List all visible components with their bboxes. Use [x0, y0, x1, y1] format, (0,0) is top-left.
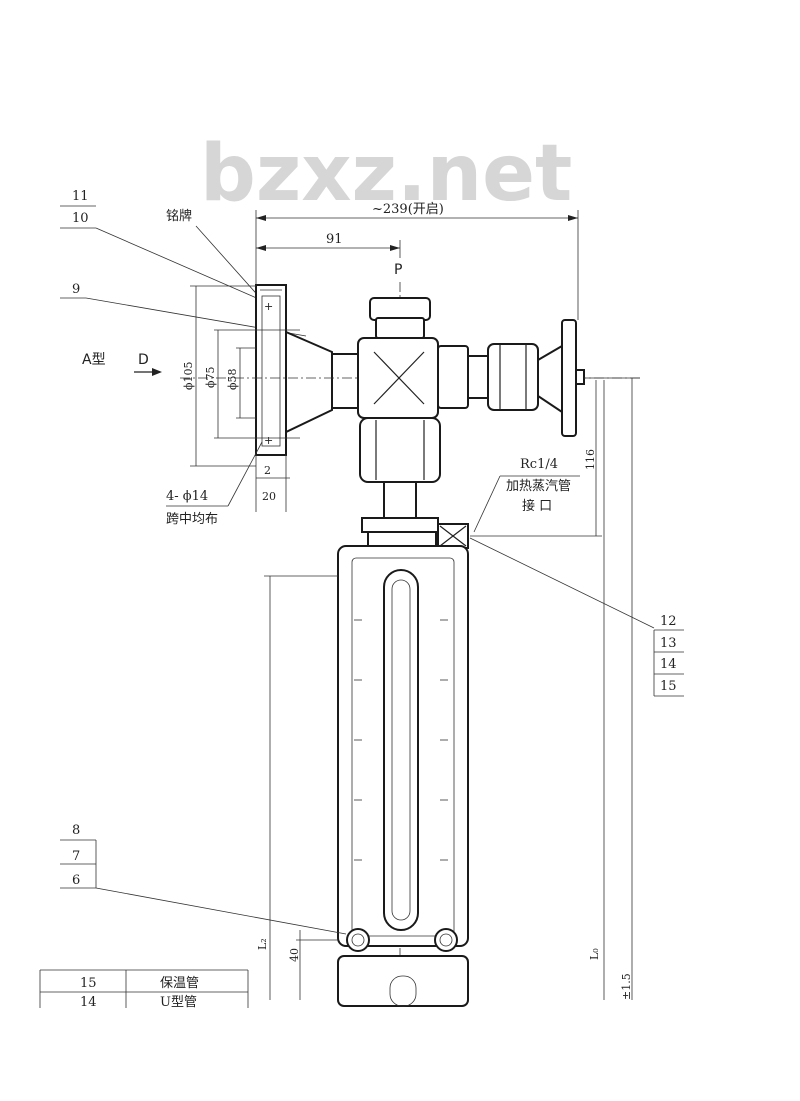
watermark: bzxz.net: [200, 129, 572, 219]
flange-thickness-dims: 2 20: [255, 455, 290, 512]
callout-14: 14: [660, 657, 677, 672]
view-d-label: D: [138, 352, 149, 368]
nameplate-label: 铭牌: [166, 208, 192, 224]
callout-6: 6: [72, 873, 80, 888]
callout-10: 10: [72, 211, 89, 226]
dim-L0: L₀: [588, 948, 601, 960]
steam-port-label-2: 接 口: [522, 498, 552, 514]
scale-ticks: [354, 619, 448, 861]
dim-20: 20: [262, 490, 276, 503]
dim-L2: L₂: [256, 938, 269, 950]
thread-label: Rc1/4: [520, 457, 558, 472]
holes-label: 4- ϕ14: [166, 489, 208, 504]
dim-116: 116: [584, 449, 597, 470]
dim-40: 40: [288, 948, 301, 962]
callout-12: 12: [660, 614, 677, 629]
dim-91-label: 91: [326, 232, 343, 247]
point-p-label: P: [394, 262, 402, 278]
callout-11-10: 11 10: [60, 189, 269, 304]
callout-8: 8: [72, 823, 80, 838]
table-row-2-no: 14: [80, 995, 97, 1010]
table-row-1-no: 15: [80, 976, 97, 991]
callout-8-7-6: 8 7 6: [60, 823, 347, 935]
parts-table: 15 保温管 14 U型管: [39, 969, 249, 1010]
flange-diameter-dims: ϕ105 ϕ75 ϕ58: [182, 285, 300, 467]
table-row-1-name: 保温管: [160, 976, 199, 991]
callout-9-label: 9: [72, 282, 80, 297]
dim-phi75: ϕ75: [204, 367, 217, 389]
dim-239-label: ~239(开启): [372, 202, 444, 217]
dimension-total-length: ~239(开启): [255, 202, 579, 320]
cross-body: [357, 297, 585, 437]
dim-2: 2: [264, 464, 271, 477]
left-dims: L₂ 40: [256, 575, 338, 1000]
lower-nut: [359, 417, 441, 521]
svg-text:+: +: [264, 300, 273, 313]
dim-tolerance: ±1.5: [620, 973, 633, 1000]
callout-11: 11: [72, 189, 89, 204]
top-bracket: [361, 517, 469, 549]
right-dims: 116 L₀ ±1.5: [470, 377, 640, 1000]
callout-13: 13: [660, 636, 677, 651]
svg-text:+: +: [264, 434, 273, 447]
callout-15: 15: [660, 679, 677, 694]
type-a-label: A型: [82, 352, 106, 368]
gauge-body: [337, 545, 469, 1007]
dim-phi58: ϕ58: [226, 369, 239, 391]
dimension-91: 91: [256, 232, 401, 258]
callout-7: 7: [72, 849, 80, 864]
dim-phi105: ϕ105: [182, 362, 195, 391]
callout-12-15: 12 13 14 15: [469, 537, 684, 697]
flange: + +: [255, 284, 287, 456]
table-row-2-name: U型管: [160, 995, 197, 1010]
nozzle-cone: [285, 330, 359, 434]
holes-note: 跨中均布: [166, 512, 218, 527]
steam-port-label-1: 加热蒸汽管: [506, 479, 571, 494]
